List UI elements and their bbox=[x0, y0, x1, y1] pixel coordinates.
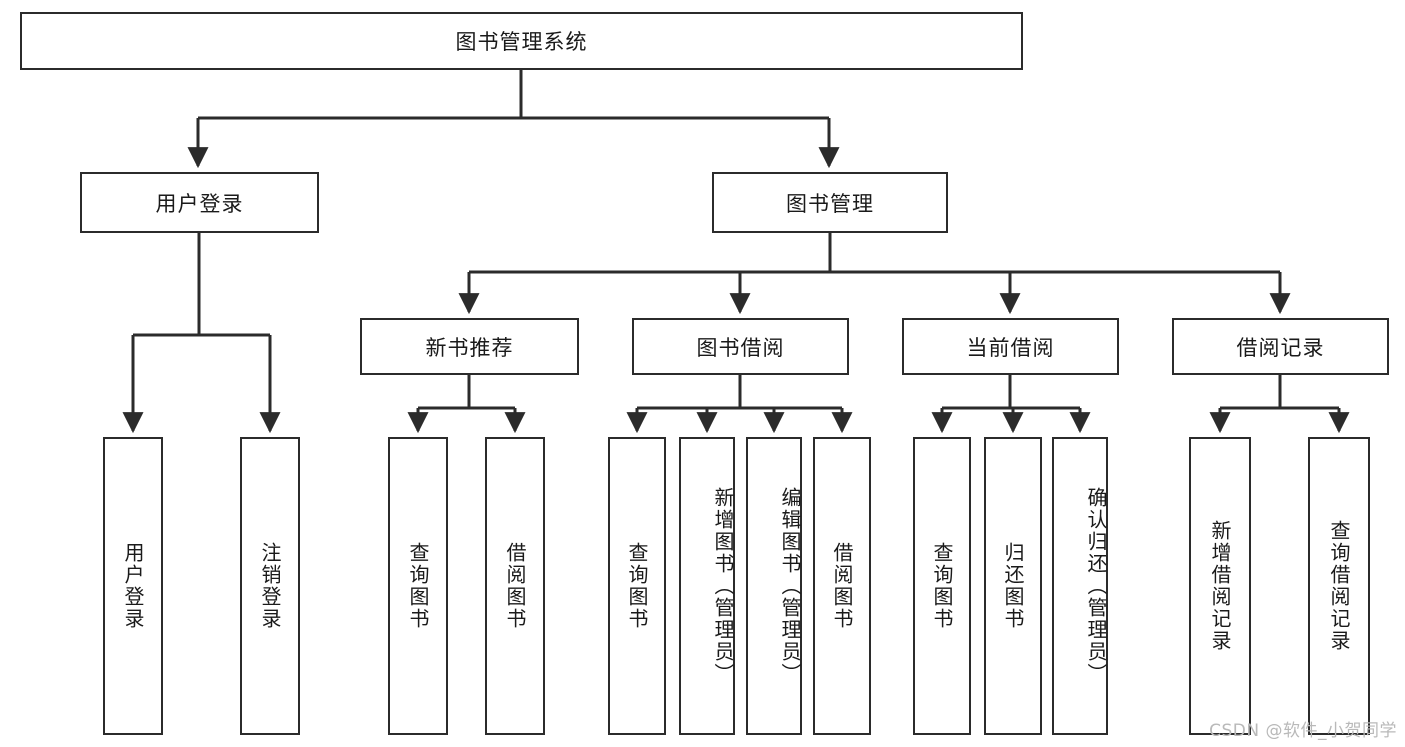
leaf-query-book-label: 查询图书 bbox=[625, 542, 649, 630]
node-book-borrow-label: 图书借阅 bbox=[696, 335, 785, 360]
node-root[interactable]: 图书管理系统 bbox=[20, 12, 1023, 70]
leaf-query-borrow-record-label: 查询借阅记录 bbox=[1327, 520, 1351, 652]
leaf-edit-book-admin[interactable]: 编辑图书（管理员） bbox=[746, 437, 802, 735]
node-root-label: 图书管理系统 bbox=[455, 30, 588, 54]
leaf-add-book-admin[interactable]: 新增图书（管理员） bbox=[679, 437, 735, 735]
leaf-query-book-current-label: 查询图书 bbox=[930, 542, 954, 630]
node-current-borrow-label: 当前借阅 bbox=[966, 335, 1055, 360]
leaf-confirm-return-admin-label: 确认归还（管理员） bbox=[1084, 487, 1108, 685]
leaf-query-book[interactable]: 查询图书 bbox=[608, 437, 666, 735]
leaf-query-borrow-record[interactable]: 查询借阅记录 bbox=[1308, 437, 1370, 735]
leaf-query-book-recommend[interactable]: 查询图书 bbox=[388, 437, 448, 735]
node-borrow-record[interactable]: 借阅记录 bbox=[1172, 318, 1389, 375]
leaf-logout-label: 注销登录 bbox=[258, 542, 282, 630]
leaf-borrow-book-label: 借阅图书 bbox=[830, 542, 854, 630]
leaf-edit-book-admin-label: 编辑图书（管理员） bbox=[778, 487, 802, 685]
node-new-book-recommend-label: 新书推荐 bbox=[425, 335, 514, 360]
leaf-query-book-recommend-label: 查询图书 bbox=[406, 542, 430, 630]
node-borrow-record-label: 借阅记录 bbox=[1236, 335, 1325, 360]
leaf-add-borrow-record-label: 新增借阅记录 bbox=[1208, 520, 1232, 652]
node-current-borrow[interactable]: 当前借阅 bbox=[902, 318, 1119, 375]
leaf-confirm-return-admin[interactable]: 确认归还（管理员） bbox=[1052, 437, 1108, 735]
leaf-query-book-current[interactable]: 查询图书 bbox=[913, 437, 971, 735]
node-user-login[interactable]: 用户登录 bbox=[80, 172, 319, 233]
watermark-text: CSDN @软件_小贺同学 bbox=[1209, 721, 1397, 741]
leaf-user-login-label: 用户登录 bbox=[121, 542, 145, 630]
leaf-borrow-book-recommend[interactable]: 借阅图书 bbox=[485, 437, 545, 735]
node-user-login-label: 用户登录 bbox=[155, 191, 244, 216]
leaf-logout[interactable]: 注销登录 bbox=[240, 437, 300, 735]
node-book-management-label: 图书管理 bbox=[786, 191, 874, 216]
leaf-add-borrow-record[interactable]: 新增借阅记录 bbox=[1189, 437, 1251, 735]
leaf-return-book[interactable]: 归还图书 bbox=[984, 437, 1042, 735]
leaf-add-book-admin-label: 新增图书（管理员） bbox=[711, 487, 735, 685]
leaf-borrow-book[interactable]: 借阅图书 bbox=[813, 437, 871, 735]
node-book-borrow[interactable]: 图书借阅 bbox=[632, 318, 849, 375]
node-book-management[interactable]: 图书管理 bbox=[712, 172, 948, 233]
node-new-book-recommend[interactable]: 新书推荐 bbox=[360, 318, 579, 375]
leaf-user-login[interactable]: 用户登录 bbox=[103, 437, 163, 735]
leaf-return-book-label: 归还图书 bbox=[1001, 542, 1025, 630]
leaf-borrow-book-recommend-label: 借阅图书 bbox=[503, 542, 527, 630]
